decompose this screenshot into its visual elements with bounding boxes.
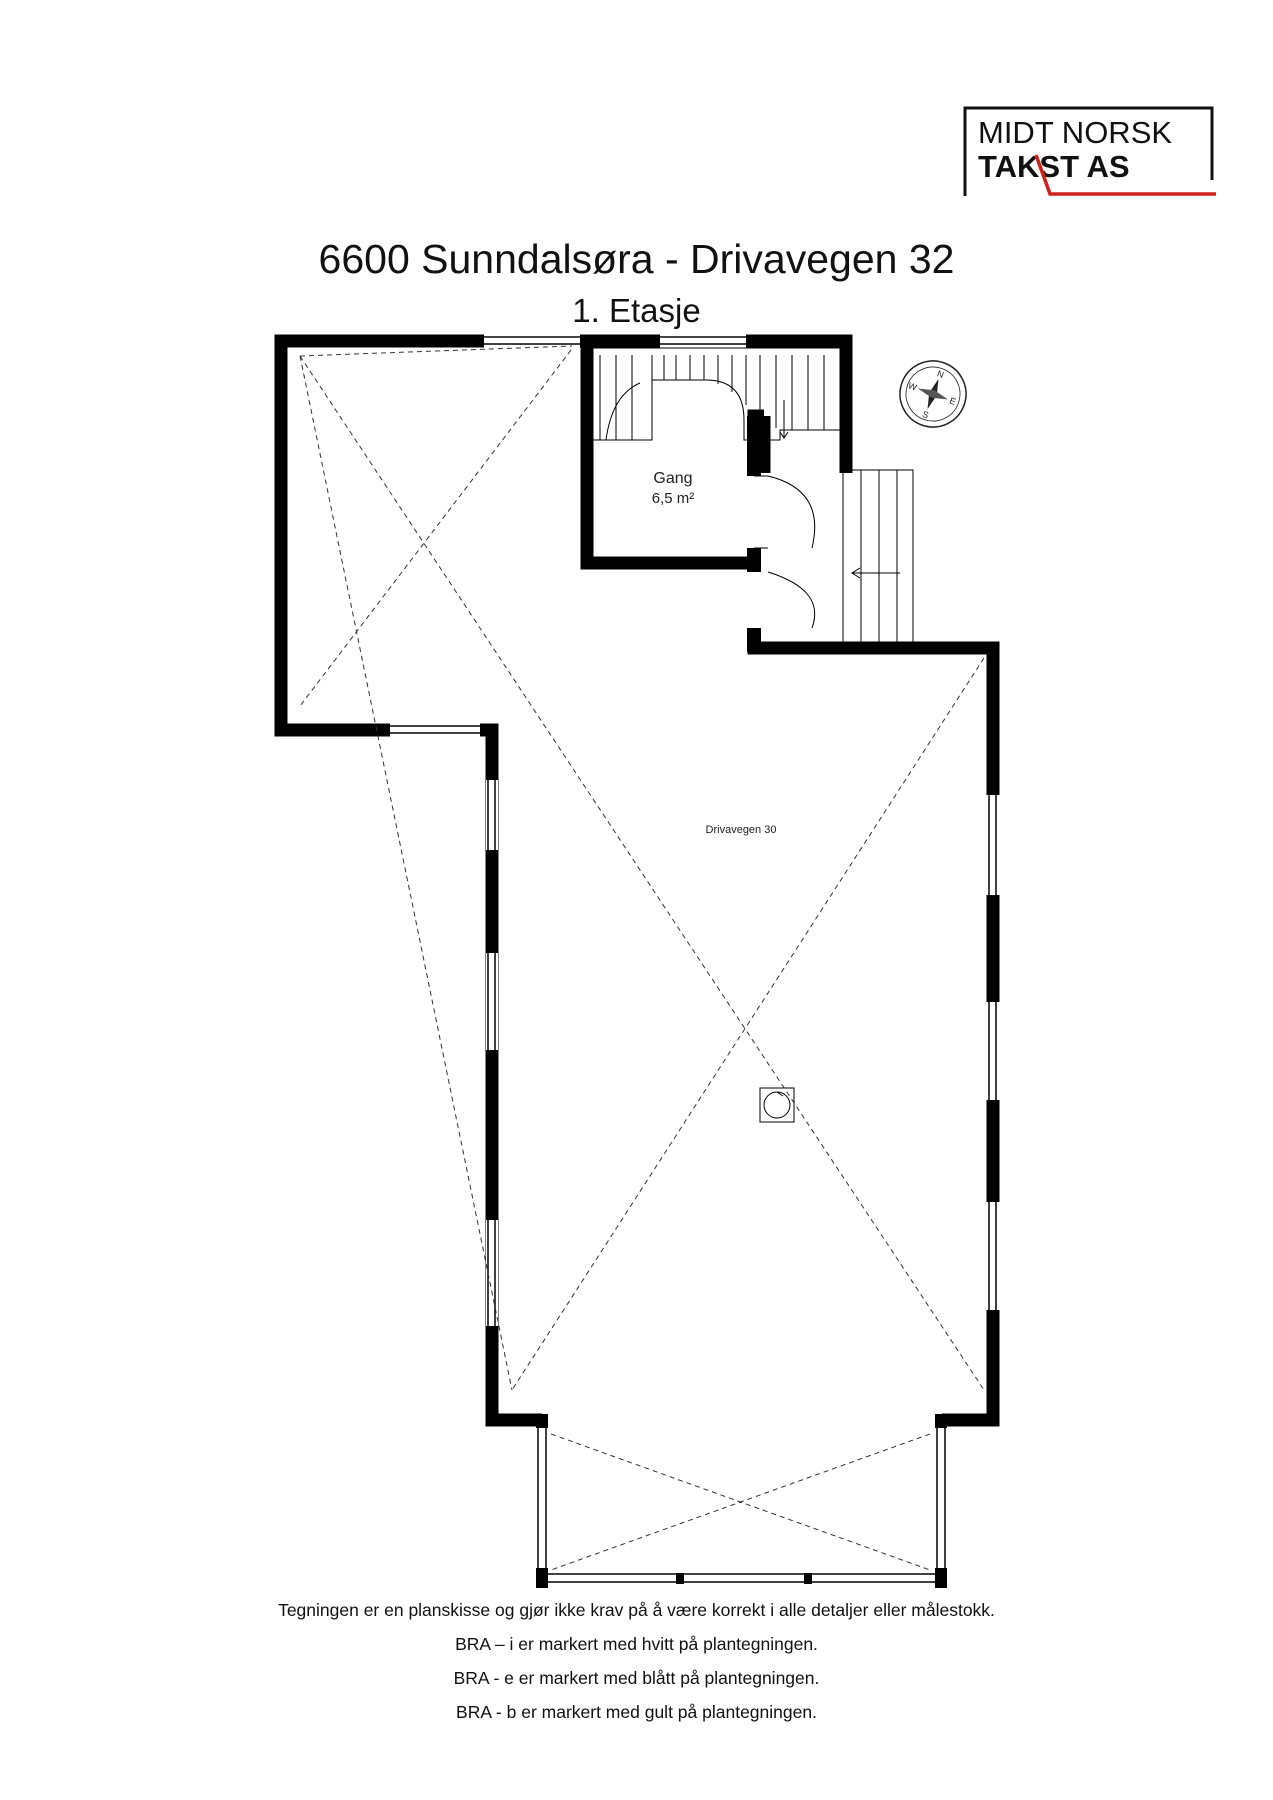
footer-line-1: Tegningen er en planskisse og gjør ikke … (278, 1600, 995, 1620)
room-name-main: Drivavegen 30 (706, 824, 777, 836)
room-name-gang: Gang (653, 470, 692, 487)
compass-icon: N E S W (899, 360, 967, 428)
floor-label: 1. Etasje (572, 292, 701, 329)
logo-frame (963, 106, 1214, 196)
logo-line2: TAKST AS (978, 149, 1130, 184)
company-logo: MIDT NORSK TAKST AS (963, 106, 1216, 196)
footer-line-2: BRA – i er markert med hvitt på plantegn… (455, 1634, 818, 1654)
exterior-stairs (842, 469, 914, 649)
compass-e: E (948, 395, 957, 406)
compass-s: S (921, 409, 930, 420)
doors (754, 475, 816, 629)
page-title: 6600 Sunndalsøra - Drivavegen 32 (318, 236, 955, 282)
footer-line-3: BRA - e er markert med blått på plantegn… (453, 1668, 820, 1688)
compass-w: W (907, 380, 919, 392)
footer-line-4: BRA - b er markert med gult på plantegni… (456, 1702, 817, 1722)
logo-accent-line (1034, 154, 1216, 196)
compass-n: N (936, 369, 946, 381)
ceiling-lines (299, 345, 985, 1571)
gang-walls (747, 416, 761, 652)
bay-window (536, 1414, 947, 1588)
staircase (591, 347, 841, 441)
room-area-gang: 6,5 m² (652, 490, 695, 507)
room-outline (274, 334, 1000, 1427)
footer-notes: Tegningen er en planskisse og gjør ikke … (0, 1593, 1273, 1729)
logo-line1: MIDT NORSK (978, 115, 1172, 150)
windows (390, 336, 997, 1326)
stove (759, 1087, 795, 1123)
